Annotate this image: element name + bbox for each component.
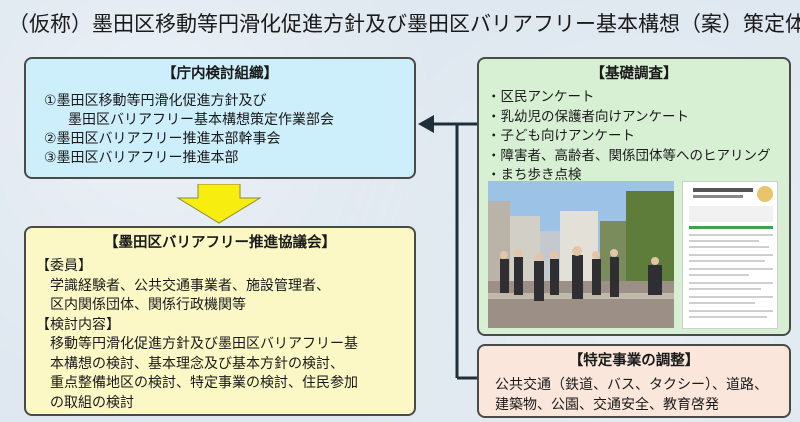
members-line-2: 区内関係団体、関係行政機関等: [50, 297, 246, 313]
contents-label: 【検討内容】: [36, 316, 120, 333]
special-content: 公共交通（鉄道、バス、タクシー）、道路、 建築物、公園、交通安全、教育啓発: [495, 375, 789, 415]
contents-line-1: 移動等円滑化促進方針及び墨田区バリアフリー基: [50, 336, 358, 352]
survey-item: 子ども向けアンケート: [487, 127, 789, 147]
page-title: （仮称）墨田区移動等円滑化促進方針及び墨田区バリアフリー基本構想（案）策定体制: [8, 12, 800, 36]
special-line-2: 建築物、公園、交通安全、教育啓発: [495, 397, 719, 413]
contents-line-4: の取組の検討: [50, 394, 134, 411]
council-heading: 【墨田区バリアフリー推進協議会】: [104, 235, 336, 251]
down-arrow-icon: [176, 184, 262, 224]
connector-arrowhead: [418, 115, 434, 133]
special-projects-box: 【特定事業の調整】 公共交通（鉄道、バス、タクシー）、道路、 建築物、公園、交通…: [477, 344, 791, 418]
survey-item: 障害者、高齢者、関係団体等へのヒアリング: [487, 147, 789, 167]
internal-item-2: ②墨田区バリアフリー推進本部幹事会: [44, 131, 281, 147]
survey-heading: 【基礎調査】: [590, 66, 678, 82]
survey-item: 乳幼児の保護者向けアンケート: [487, 108, 789, 128]
special-heading: 【特定事業の調整】: [568, 353, 700, 369]
internal-study-org-box: 【庁内検討組織】 ①墨田区移動等円滑化促進方針及び 墨田区バリアフリー基本構想策…: [24, 57, 416, 179]
members-line-1: 学識経験者、公共交通事業者、施設管理者、: [50, 277, 330, 294]
street-walk-photo: [488, 181, 674, 328]
internal-item-1: ①墨田区移動等円滑化促進方針及び: [44, 93, 267, 109]
survey-flyer-image: [682, 181, 778, 329]
contents-line-2: 本構想の検討、基本理念及び基本方針の検討、: [50, 355, 344, 372]
internal-study-org-heading: 【庁内検討組織】: [162, 66, 278, 82]
council-content: 【委員】 学識経験者、公共交通事業者、施設管理者、 区内関係団体、関係行政機関等…: [36, 257, 414, 413]
members-label: 【委員】: [36, 258, 92, 274]
internal-item-1-cont: 墨田区バリアフリー基本構想策定作業部会: [68, 112, 334, 128]
internal-item-3: ③墨田区バリアフリー推進本部: [44, 150, 239, 166]
survey-list: 区民アンケート 乳幼児の保護者向けアンケート 子ども向けアンケート 障害者、高齢…: [479, 88, 789, 186]
survey-item: まち歩き点検: [487, 166, 789, 186]
internal-study-org-list: ①墨田区移動等円滑化促進方針及び 墨田区バリアフリー基本構想策定作業部会 ②墨田…: [44, 92, 414, 168]
survey-item: 区民アンケート: [487, 88, 789, 108]
contents-line-3: 重点整備地区の検討、特定事業の検討、住民参加: [50, 375, 358, 391]
barrier-free-council-box: 【墨田区バリアフリー推進協議会】 【委員】 学識経験者、公共交通事業者、施設管理…: [24, 226, 416, 416]
special-line-1: 公共交通（鉄道、バス、タクシー）、道路、: [495, 377, 768, 393]
